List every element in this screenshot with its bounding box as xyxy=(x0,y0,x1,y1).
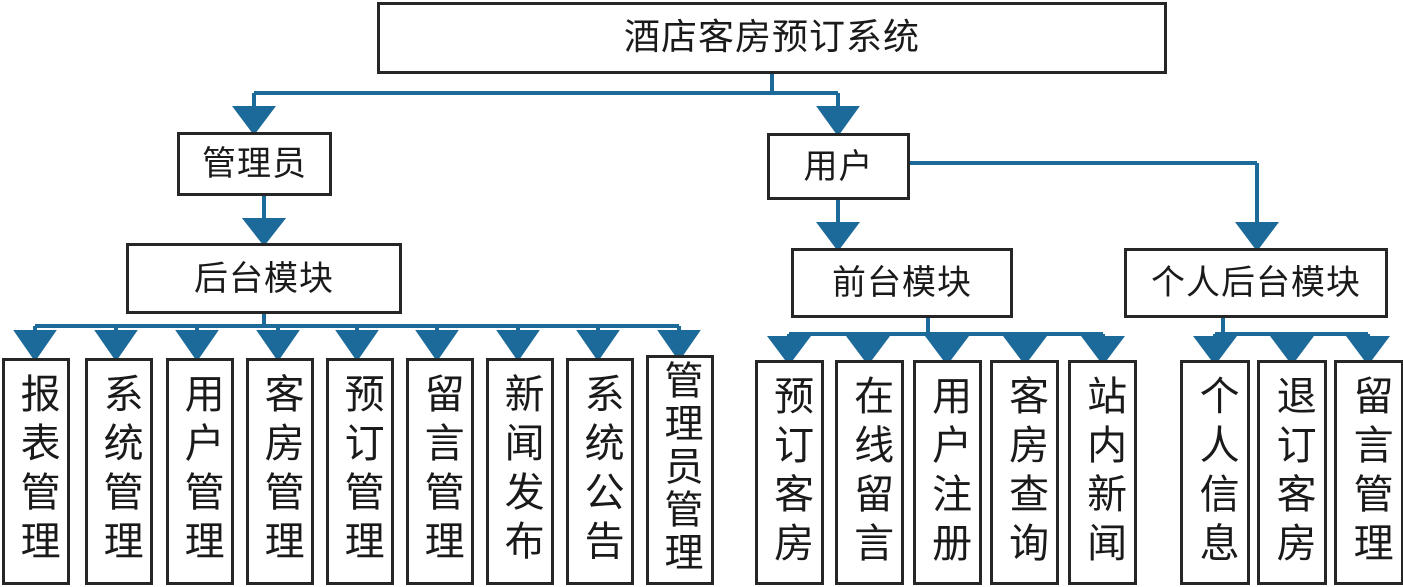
node-admin-module-booking[interactable]: 预订管理 xyxy=(326,358,394,585)
node-admin-module-message[interactable]: 留言管理 xyxy=(406,358,474,585)
arrowhead-root-to-admin xyxy=(232,106,276,136)
arrowhead-user-to-personal xyxy=(1235,222,1279,252)
arrowhead-admin-mod-6 xyxy=(415,330,459,362)
node-admin-module-news[interactable]: 新闻发布 xyxy=(486,358,554,585)
node-front-module-register-label: 用户注册 xyxy=(925,375,972,571)
node-admin-module-admin-manage-label: 管理员管理 xyxy=(657,360,703,575)
node-front-module-book-room-label: 预订客房 xyxy=(767,375,814,571)
arrowhead-personal-mod-1 xyxy=(1193,336,1237,366)
arrowhead-admin-mod-5 xyxy=(335,330,379,362)
node-personal-backend-module-label: 个人后台模块 xyxy=(1151,263,1361,303)
node-admin-module-report[interactable]: 报表管理 xyxy=(2,358,70,585)
node-front-module-room-search[interactable]: 客房查询 xyxy=(990,360,1059,585)
arrowhead-admin-to-backend xyxy=(241,218,287,247)
node-administrator[interactable]: 管理员 xyxy=(177,132,332,196)
arrowhead-front-mod-1 xyxy=(767,336,811,366)
arrowhead-admin-mod-3 xyxy=(175,330,219,362)
node-admin-module-announcement-label: 系统公告 xyxy=(577,373,624,569)
node-personal-module-message-manage-label: 留言管理 xyxy=(1346,375,1393,571)
arrowhead-front-mod-5 xyxy=(1081,336,1125,366)
node-admin-module-system-label: 系统管理 xyxy=(96,373,143,569)
node-frontend-module[interactable]: 前台模块 xyxy=(791,248,1013,318)
node-front-module-site-news[interactable]: 站内新闻 xyxy=(1068,360,1137,585)
node-admin-module-admin-manage[interactable]: 管理员管理 xyxy=(646,355,714,585)
arrowhead-root-to-user xyxy=(816,106,860,137)
node-admin-module-system[interactable]: 系统管理 xyxy=(85,358,153,585)
node-front-module-site-news-label: 站内新闻 xyxy=(1080,375,1127,571)
node-front-module-book-room[interactable]: 预订客房 xyxy=(755,360,824,585)
node-admin-module-news-label: 新闻发布 xyxy=(497,373,544,569)
node-backend-module[interactable]: 后台模块 xyxy=(126,243,402,314)
arrowhead-front-mod-3 xyxy=(925,336,969,366)
node-admin-module-room[interactable]: 客房管理 xyxy=(246,358,314,585)
node-root-system[interactable]: 酒店客房预订系统 xyxy=(377,2,1167,74)
node-front-module-room-search-label: 客房查询 xyxy=(1002,375,1049,571)
arrowhead-admin-mod-8 xyxy=(576,330,620,362)
node-personal-module-profile[interactable]: 个人信息 xyxy=(1180,360,1250,585)
node-personal-module-cancel-booking[interactable]: 退订客房 xyxy=(1257,360,1327,585)
node-user-label: 用户 xyxy=(803,146,874,187)
arrowhead-admin-mod-2 xyxy=(94,330,138,362)
node-personal-module-cancel-booking-label: 退订客房 xyxy=(1269,375,1316,571)
node-frontend-module-label: 前台模块 xyxy=(832,263,972,303)
node-user[interactable]: 用户 xyxy=(767,133,910,200)
node-administrator-label: 管理员 xyxy=(202,144,307,184)
node-backend-module-label: 后台模块 xyxy=(194,258,334,299)
node-personal-module-profile-label: 个人信息 xyxy=(1192,375,1239,571)
arrowhead-personal-mod-2 xyxy=(1270,336,1314,366)
node-admin-module-announcement[interactable]: 系统公告 xyxy=(566,358,634,585)
arrowhead-user-to-front xyxy=(816,222,860,252)
arrowhead-personal-mod-3 xyxy=(1346,336,1390,366)
node-personal-module-message-manage[interactable]: 留言管理 xyxy=(1334,360,1403,585)
node-admin-module-message-label: 留言管理 xyxy=(417,373,464,569)
node-root-system-label: 酒店客房预订系统 xyxy=(623,17,920,58)
node-admin-module-booking-label: 预订管理 xyxy=(337,373,384,569)
node-personal-backend-module[interactable]: 个人后台模块 xyxy=(1124,248,1388,318)
arrowhead-front-mod-2 xyxy=(846,336,890,366)
node-admin-module-report-label: 报表管理 xyxy=(13,373,60,569)
node-front-module-online-message[interactable]: 在线留言 xyxy=(835,360,904,585)
node-admin-module-user[interactable]: 用户管理 xyxy=(166,358,234,585)
arrowhead-admin-mod-4 xyxy=(256,330,300,362)
arrowhead-admin-mod-7 xyxy=(496,330,540,362)
node-front-module-register[interactable]: 用户注册 xyxy=(913,360,982,585)
node-admin-module-room-label: 客房管理 xyxy=(257,373,304,569)
arrowhead-front-mod-4 xyxy=(1003,336,1047,366)
node-admin-module-user-label: 用户管理 xyxy=(177,373,224,569)
node-front-module-online-message-label: 在线留言 xyxy=(847,375,894,571)
arrowhead-admin-mod-1 xyxy=(13,330,57,362)
